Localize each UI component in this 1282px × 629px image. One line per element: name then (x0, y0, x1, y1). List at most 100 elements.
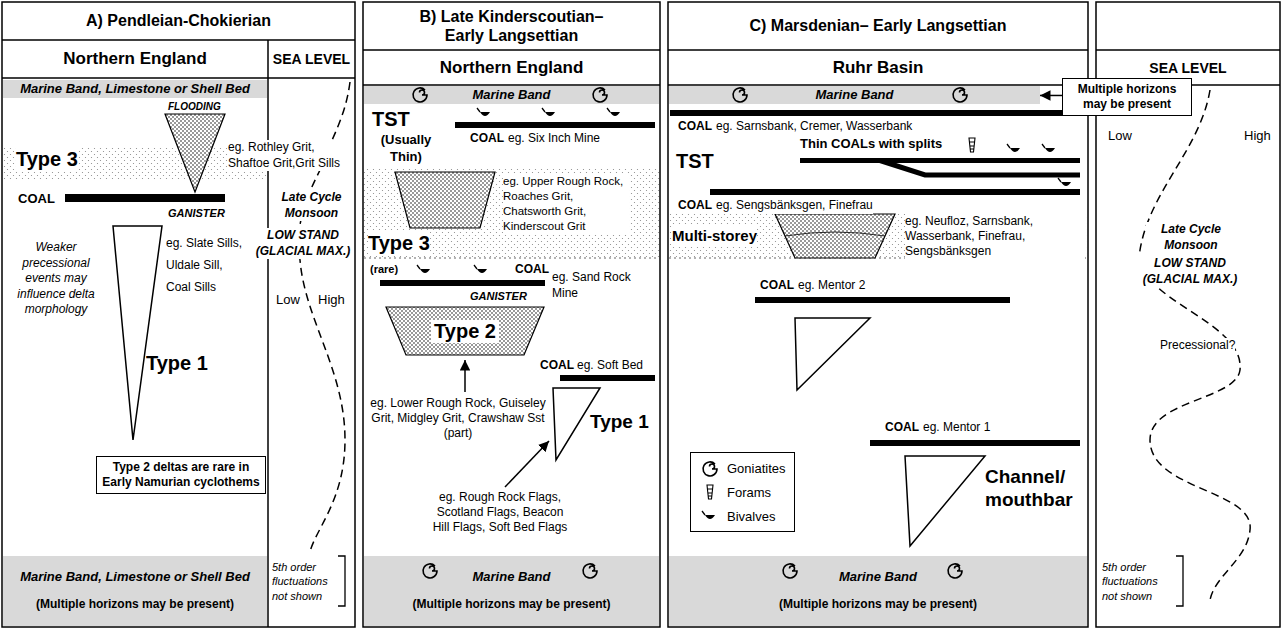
marine-band-fill (669, 556, 1087, 626)
arrow-connector (1040, 95, 1062, 97)
channel-sandbody (775, 214, 895, 258)
coal-seam (800, 158, 1080, 163)
annotation-label: eg. Lower Rough Rock, Guiseley Grit, Mid… (368, 396, 548, 441)
legend-text: Bivalves (727, 509, 775, 524)
panel-rule (1096, 49, 1280, 51)
annotation-label: GANISTER (168, 206, 225, 220)
coal-seam (380, 280, 545, 286)
annotation-label: Multi-storey (672, 226, 757, 246)
annotation-label: eg. Upper Rough Rock, Roaches Grit, Chat… (503, 174, 629, 234)
marine-band: Marine Band, Limestone or Shell Bed (3, 80, 267, 99)
annotation-label: FLOODING (168, 100, 221, 113)
annotation-label: eg. Sengsbänksgen, Finefrau (716, 198, 873, 214)
channel-sandbody (395, 172, 495, 228)
node-text: Type 2 (431, 320, 499, 343)
node-text: Marine Band, Limestone or Shell Bed (20, 82, 250, 97)
storey-surface (785, 232, 885, 236)
region-header: Northern England (364, 51, 659, 84)
flooding-wedge (165, 114, 225, 192)
annotation-label: Precessional? (1160, 338, 1235, 354)
foram-symbol (969, 138, 975, 152)
node-text: Ruhr Basin (833, 58, 924, 78)
node-text: C) Marsdenian– Early Langsettian (750, 16, 1007, 35)
delta-sandbody: Type 2 (385, 306, 545, 356)
marine-band-fill (364, 556, 659, 626)
annotation-label: LOW STAND (GLACIAL MAX.) (252, 228, 354, 259)
annotation-label: High (1244, 128, 1271, 145)
legend-text: Forams (727, 485, 771, 500)
annotation-label: Type 3 (16, 146, 78, 172)
legend-text: Goniatites (727, 461, 786, 476)
annotation-label: eg. Sand Rock Mine (552, 270, 652, 301)
annotation-label: Late Cycle Monsoon (1146, 222, 1236, 253)
annotation-label: eg. Neufloz, Sarnsbank, Wasserbank, Fine… (905, 214, 1085, 259)
bivalve-symbol (607, 108, 620, 116)
bivalve-symbol (1042, 144, 1055, 152)
panel-header: A) Pendleian-Chokierian (3, 3, 354, 39)
annotation-label: eg. Mentor 2 (798, 278, 865, 294)
node-text: Type 2 deltas are rare in Early Namurian… (100, 460, 262, 490)
legend-symbol (699, 458, 721, 478)
coal-seam (560, 375, 655, 381)
node-text: (Multiple horizons may be present) (779, 598, 977, 612)
region-header: Northern England (3, 41, 267, 77)
panel-rule (363, 49, 660, 51)
leader-arrow (505, 441, 549, 487)
delta-outline (386, 307, 544, 355)
panel-header: B) Late Kinderscoutian– Early Langsettia… (364, 3, 659, 49)
panel-rule (668, 49, 1088, 51)
node-text: SEA LEVEL (1149, 60, 1226, 76)
coal-seam (455, 122, 655, 128)
legend-symbol (703, 462, 717, 476)
legend-symbol (707, 485, 713, 499)
annotation-label: LOW STAND (GLACIAL MAX.) (1134, 256, 1246, 287)
coal-seam (710, 189, 1080, 195)
region-header: Ruhr Basin (669, 51, 1087, 84)
annotation-label: Late Cycle Monsoon (269, 190, 354, 221)
bivalve-symbol (1007, 144, 1020, 152)
goniatite-symbol (583, 564, 597, 578)
coal-seam (65, 194, 225, 202)
legend-box: GoniatitesForamsBivalves (690, 452, 795, 532)
goniatite-symbol (783, 564, 797, 578)
node-text: B) Late Kinderscoutian– Early Langsettia… (409, 7, 614, 45)
panel-rule (267, 40, 269, 627)
annotation-label: TST (676, 148, 714, 174)
node-text: Marine Band (815, 88, 893, 103)
annotation-label: Weaker precessional events may influence… (6, 240, 106, 318)
goniatite-symbol (953, 88, 967, 102)
node-text: (Multiple horizons may be present) (36, 598, 234, 612)
leader-arrow (464, 360, 466, 392)
panel-rule (2, 77, 355, 79)
coal-seam (870, 440, 1080, 446)
legend-symbol (702, 511, 715, 519)
coal-seam (755, 297, 1010, 303)
node-text: Marine Band (472, 570, 550, 585)
delta-wedge (113, 226, 162, 440)
annotation-label: eg. Six Inch Mine (508, 131, 600, 147)
panel-header: C) Marsdenian– Early Langsettian (669, 3, 1087, 49)
annotation-label: COAL (18, 191, 55, 208)
marine-band: Marine Band, Limestone or Shell Bed(Mult… (3, 556, 267, 626)
node-text: Northern England (440, 58, 584, 78)
bivalve-symbol (474, 265, 487, 273)
panel-rule (363, 84, 660, 86)
annotation-label: (rare) (370, 262, 398, 276)
goniatite-symbol (733, 88, 747, 102)
node-text: SEA LEVEL (273, 51, 350, 67)
annotation-label: eg. Mentor 1 (923, 420, 990, 436)
annotation-label: COAL (470, 131, 504, 147)
marine-band-fill (364, 86, 659, 104)
node-text: (Multiple horizons may be present) (412, 598, 610, 612)
legend-row: Bivalves (699, 504, 786, 528)
annotation-label: Type 1 (590, 410, 649, 435)
panel-rule (2, 39, 355, 41)
legend-row: Goniatites (699, 456, 786, 480)
sea-level-curve (1140, 90, 1251, 600)
node-text: Multiple horizons may be present (1066, 82, 1188, 112)
channel-wedge (905, 456, 985, 546)
node-text: Marine Band (839, 570, 917, 585)
annotation-label: 5th order fluctuations not shown (272, 560, 338, 603)
marine-band-fill (3, 80, 267, 98)
bivalve-symbol (417, 265, 430, 273)
